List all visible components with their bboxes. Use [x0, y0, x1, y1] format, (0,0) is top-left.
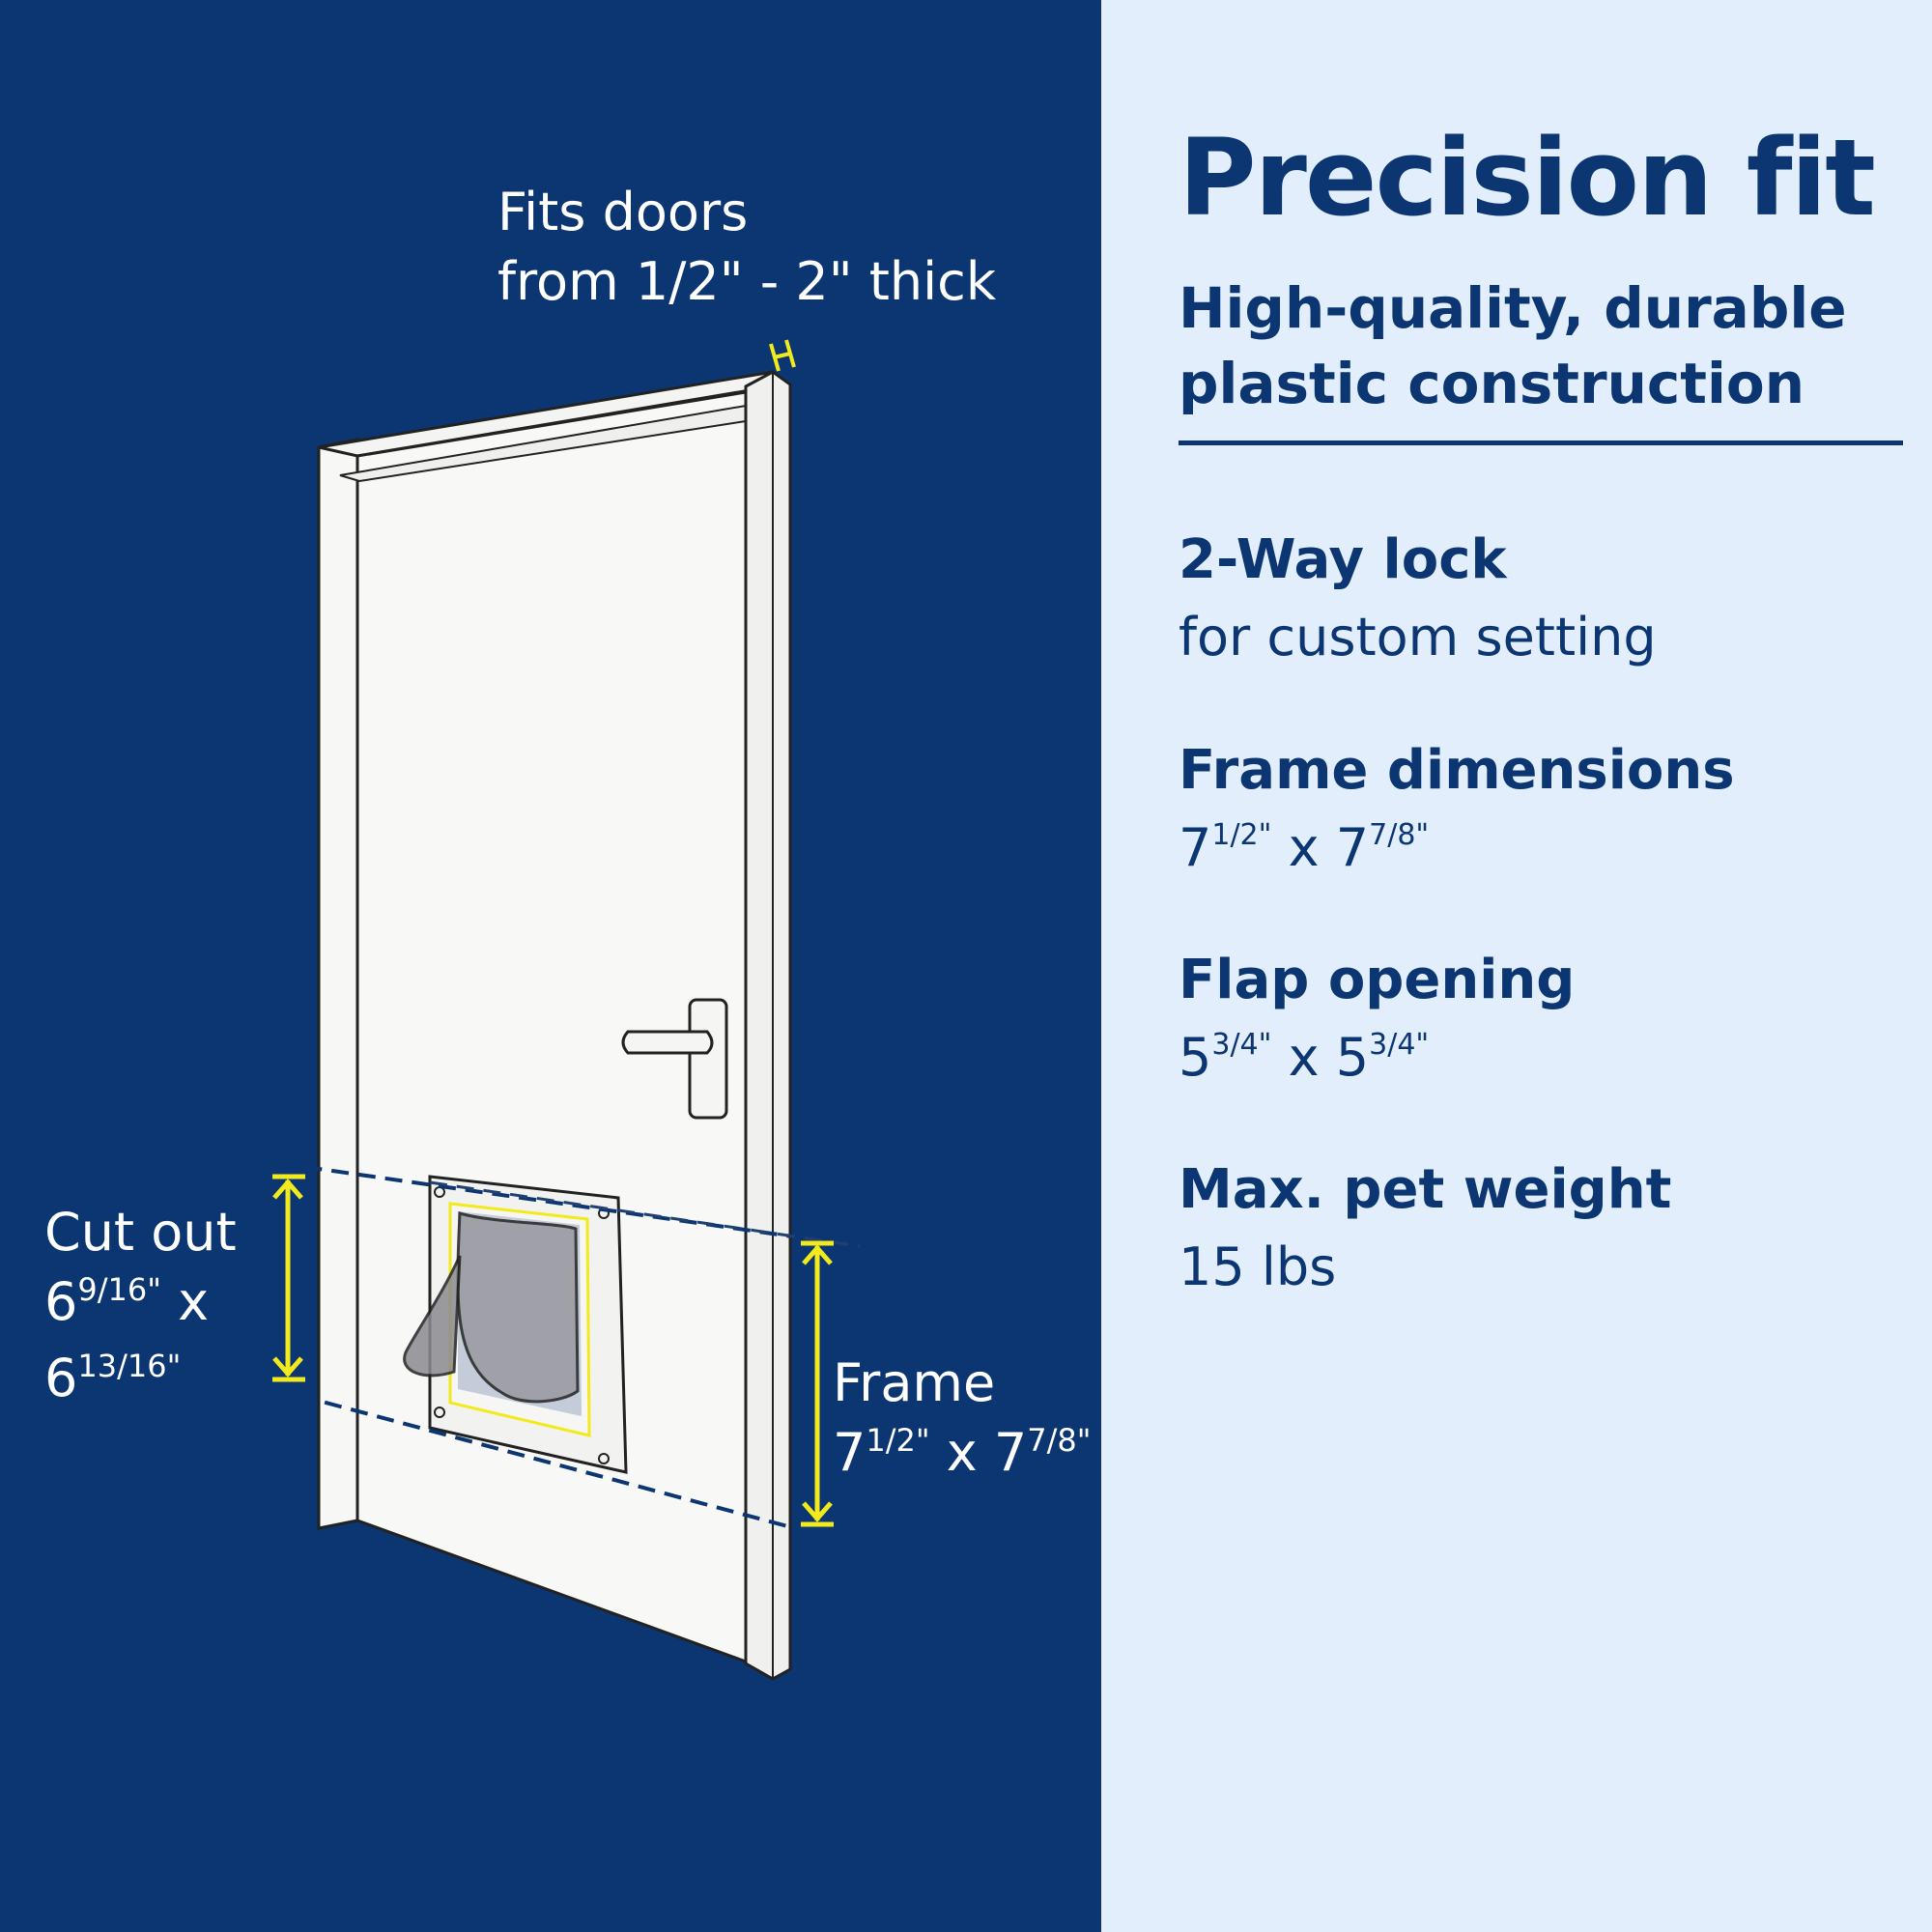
spec-title: Flap opening — [1179, 949, 1576, 1011]
spec-frame-dimensions: Frame dimensions 71/2" x 77/8" — [1179, 732, 1735, 895]
page-title: Precision fit — [1179, 116, 1876, 240]
thickness-line-1: Fits doors — [497, 182, 749, 242]
spec-title: Max. pet weight — [1179, 1158, 1672, 1221]
cutout-height: 613/16" — [44, 1348, 182, 1408]
cutout-title: Cut out — [44, 1202, 237, 1263]
frame-title: Frame — [833, 1352, 996, 1413]
thickness-line-2: from 1/2" - 2" thick — [497, 251, 997, 312]
door-frame-left — [317, 438, 359, 1530]
dimension-arrow-icon — [272, 1174, 305, 1382]
spec-lock: 2-Way lock for custom setting — [1179, 522, 1657, 676]
cutout-callout: Cut out 69/16" x 613/16" — [44, 1198, 237, 1420]
thickness-marker-icon — [769, 339, 796, 372]
divider — [1179, 440, 1903, 445]
door-edge — [744, 370, 792, 1681]
spec-max-weight: Max. pet weight 15 lbs — [1179, 1151, 1671, 1306]
specs-panel — [1101, 0, 1932, 1932]
spec-title: 2-Way lock — [1179, 528, 1507, 591]
spec-value: 15 lbs — [1179, 1236, 1337, 1297]
dimension-guides — [245, 1157, 861, 1548]
door-slab — [355, 390, 748, 1664]
frame-size: 71/2" x 77/8" — [833, 1422, 1092, 1483]
frame-callout: Frame 71/2" x 77/8" — [833, 1349, 1091, 1494]
spec-value: for custom setting — [1179, 607, 1657, 668]
dimension-guides-visible — [429, 1180, 861, 1248]
dimension-arrow-icon — [801, 1240, 834, 1527]
cutout-width: 69/16" x — [44, 1271, 210, 1332]
door-handle-icon — [621, 998, 728, 1120]
page-subtitle: High-quality, durable plastic constructi… — [1179, 275, 1847, 416]
pet-door-flap-icon — [403, 1175, 628, 1474]
spec-flap-opening: Flap opening 53/4" x 53/4" — [1179, 942, 1575, 1105]
door-illustration — [245, 339, 861, 1681]
spec-value: 53/4" x 53/4" — [1179, 1027, 1430, 1088]
door-thickness-callout: Fits doors from 1/2" - 2" thick — [497, 178, 996, 317]
spec-value: 71/2" x 77/8" — [1179, 817, 1430, 878]
spec-title: Frame dimensions — [1179, 739, 1735, 802]
